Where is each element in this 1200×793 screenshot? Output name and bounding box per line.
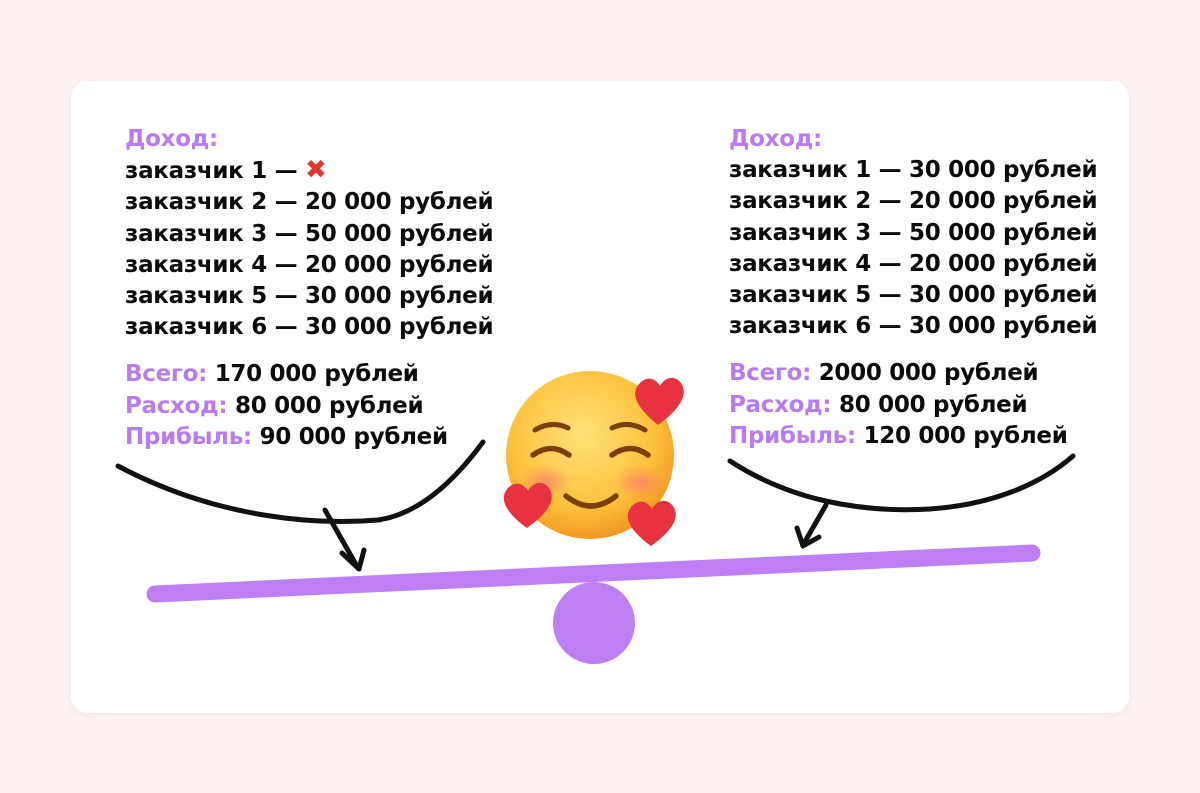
right-profit-label: Прибыль:	[729, 422, 856, 449]
cross-mark-icon: ✖	[305, 155, 327, 186]
right-income-label: Доход:	[729, 126, 822, 152]
right-client-amount: 30 000 рублей	[909, 282, 1098, 309]
left-client-row: заказчик 6 — 30 000 рублей	[125, 312, 494, 343]
left-client-label: заказчик 4 —	[125, 251, 298, 278]
right-expense-label: Расход:	[729, 391, 832, 418]
left-client-row: заказчик 2 — 20 000 рублей	[125, 187, 494, 218]
left-client-label: заказчик 1 —	[125, 158, 298, 185]
right-client-row: заказчик 4 — 20 000 рублей	[729, 249, 1098, 280]
right-profit-value: 120 000 рублей	[863, 422, 1068, 449]
scale-beam	[146, 544, 1041, 603]
left-total-value: 170 000 рублей	[214, 361, 419, 388]
left-client-row: заказчик 5 — 30 000 рублей	[125, 281, 494, 312]
right-client-label: заказчик 4 —	[729, 250, 902, 277]
left-client-amount: 20 000 рублей	[305, 251, 494, 278]
left-client-label: заказчик 2 —	[125, 189, 298, 216]
right-client-label: заказчик 3 —	[729, 219, 902, 246]
right-client-amount: 30 000 рублей	[909, 157, 1098, 184]
right-client-label: заказчик 5 —	[729, 282, 902, 309]
right-expense-value: 80 000 рублей	[839, 391, 1028, 418]
right-profit-row: Прибыль: 120 000 рублей	[729, 421, 1097, 452]
right-bracket-curve	[727, 453, 1076, 513]
right-client-row: заказчик 3 — 50 000 рублей	[729, 218, 1098, 249]
left-client-row: заказчик 1 — ✖	[125, 155, 493, 187]
left-income-block: Доход: заказчик 1 — ✖ заказчик 2 — 20 00…	[125, 124, 494, 453]
left-profit-label: Прибыль:	[125, 423, 252, 450]
right-client-amount: 30 000 рублей	[909, 313, 1098, 340]
left-client-amount: 30 000 рублей	[305, 283, 494, 310]
right-client-row: заказчик 5 — 30 000 рублей	[729, 280, 1098, 311]
right-arrow-icon	[794, 502, 829, 549]
left-client-amount: 50 000 рублей	[305, 220, 494, 247]
left-expense-value: 80 000 рублей	[235, 392, 424, 419]
left-total-row: Всего: 170 000 рублей	[125, 359, 493, 390]
left-client-row: заказчик 3 — 50 000 рублей	[125, 219, 494, 250]
right-total-row: Всего: 2000 000 рублей	[729, 358, 1097, 389]
left-client-amount: 20 000 рублей	[305, 189, 494, 216]
left-client-amount: 30 000 рублей	[305, 314, 494, 341]
right-income-block: Доход: заказчик 1 — 30 000 рублей заказч…	[729, 124, 1098, 452]
right-client-label: заказчик 1 —	[729, 157, 902, 184]
scale-fulcrum	[553, 582, 635, 664]
smiling-face-with-hearts-icon	[503, 371, 684, 546]
left-client-label: заказчик 3 —	[125, 220, 298, 247]
left-bracket-curve	[115, 439, 486, 524]
right-total-value: 2000 000 рублей	[818, 360, 1039, 387]
left-income-label: Доход:	[125, 126, 218, 152]
left-expense-row: Расход: 80 000 рублей	[125, 391, 493, 422]
left-client-label: заказчик 5 —	[125, 283, 298, 310]
right-client-label: заказчик 6 —	[729, 313, 902, 340]
left-arrow-icon	[322, 507, 367, 572]
right-client-row: заказчик 2 — 20 000 рублей	[729, 186, 1098, 217]
left-expense-label: Расход:	[125, 392, 228, 419]
right-expense-row: Расход: 80 000 рублей	[729, 390, 1097, 421]
right-total-label: Всего:	[729, 360, 811, 387]
right-client-amount: 20 000 рублей	[909, 188, 1098, 215]
right-client-amount: 50 000 рублей	[909, 219, 1098, 246]
right-client-label: заказчик 2 —	[729, 188, 902, 215]
left-client-label: заказчик 6 —	[125, 314, 298, 341]
left-profit-value: 90 000 рублей	[259, 423, 449, 450]
left-profit-row: Прибыль: 90 000 рублей	[125, 422, 493, 453]
left-total-label: Всего:	[125, 361, 207, 388]
right-client-amount: 20 000 рублей	[909, 250, 1098, 277]
left-client-row: заказчик 4 — 20 000 рублей	[125, 250, 494, 281]
right-client-row: заказчик 6 — 30 000 рублей	[729, 311, 1098, 342]
right-client-row: заказчик 1 — 30 000 рублей	[729, 155, 1098, 186]
